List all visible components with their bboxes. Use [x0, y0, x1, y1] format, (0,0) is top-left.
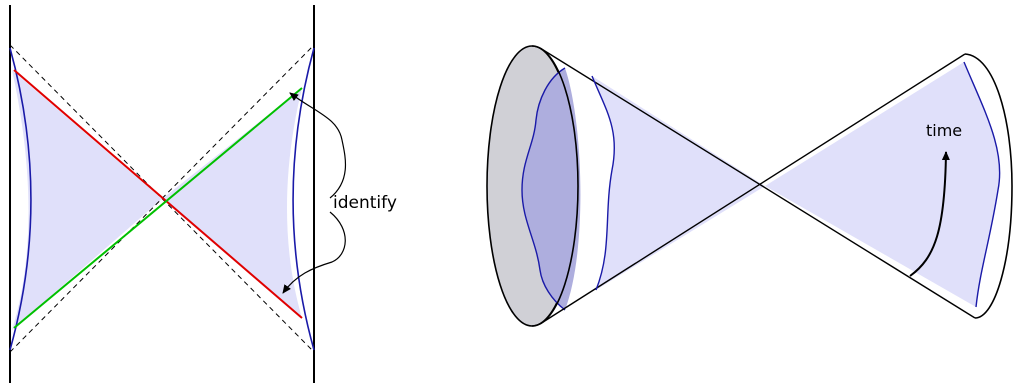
left-shaded-region — [12, 70, 162, 330]
left-disk-front-edge — [531, 45, 579, 327]
right-cone-shaded-region — [765, 62, 1000, 307]
identify-arrow-up — [289, 92, 347, 199]
green-horizon-line — [13, 87, 303, 329]
left-disk-blue-curve — [521, 67, 566, 311]
right-cone-rim — [964, 53, 1013, 319]
cone-top-line — [539, 47, 976, 319]
left-disk-inner-region — [522, 68, 581, 310]
left-blue-boundary-curve — [9, 47, 32, 351]
time-arrow — [909, 151, 950, 277]
time-label: time — [926, 121, 962, 140]
left-penrose-diagram: identify — [9, 5, 397, 383]
left-cone-shaded-region — [592, 76, 765, 290]
red-horizon-line — [13, 69, 303, 319]
right-shaded-region — [162, 88, 302, 318]
right-cone-blue-curve — [963, 61, 1001, 308]
left-cone-blue-curve — [591, 75, 616, 291]
cone-bottom-line — [539, 53, 966, 325]
identify-label: identify — [333, 193, 397, 213]
identify-arrow-down — [282, 211, 346, 294]
right-cone-diagram: time — [486, 45, 1013, 327]
right-blue-boundary-curve — [292, 47, 315, 351]
